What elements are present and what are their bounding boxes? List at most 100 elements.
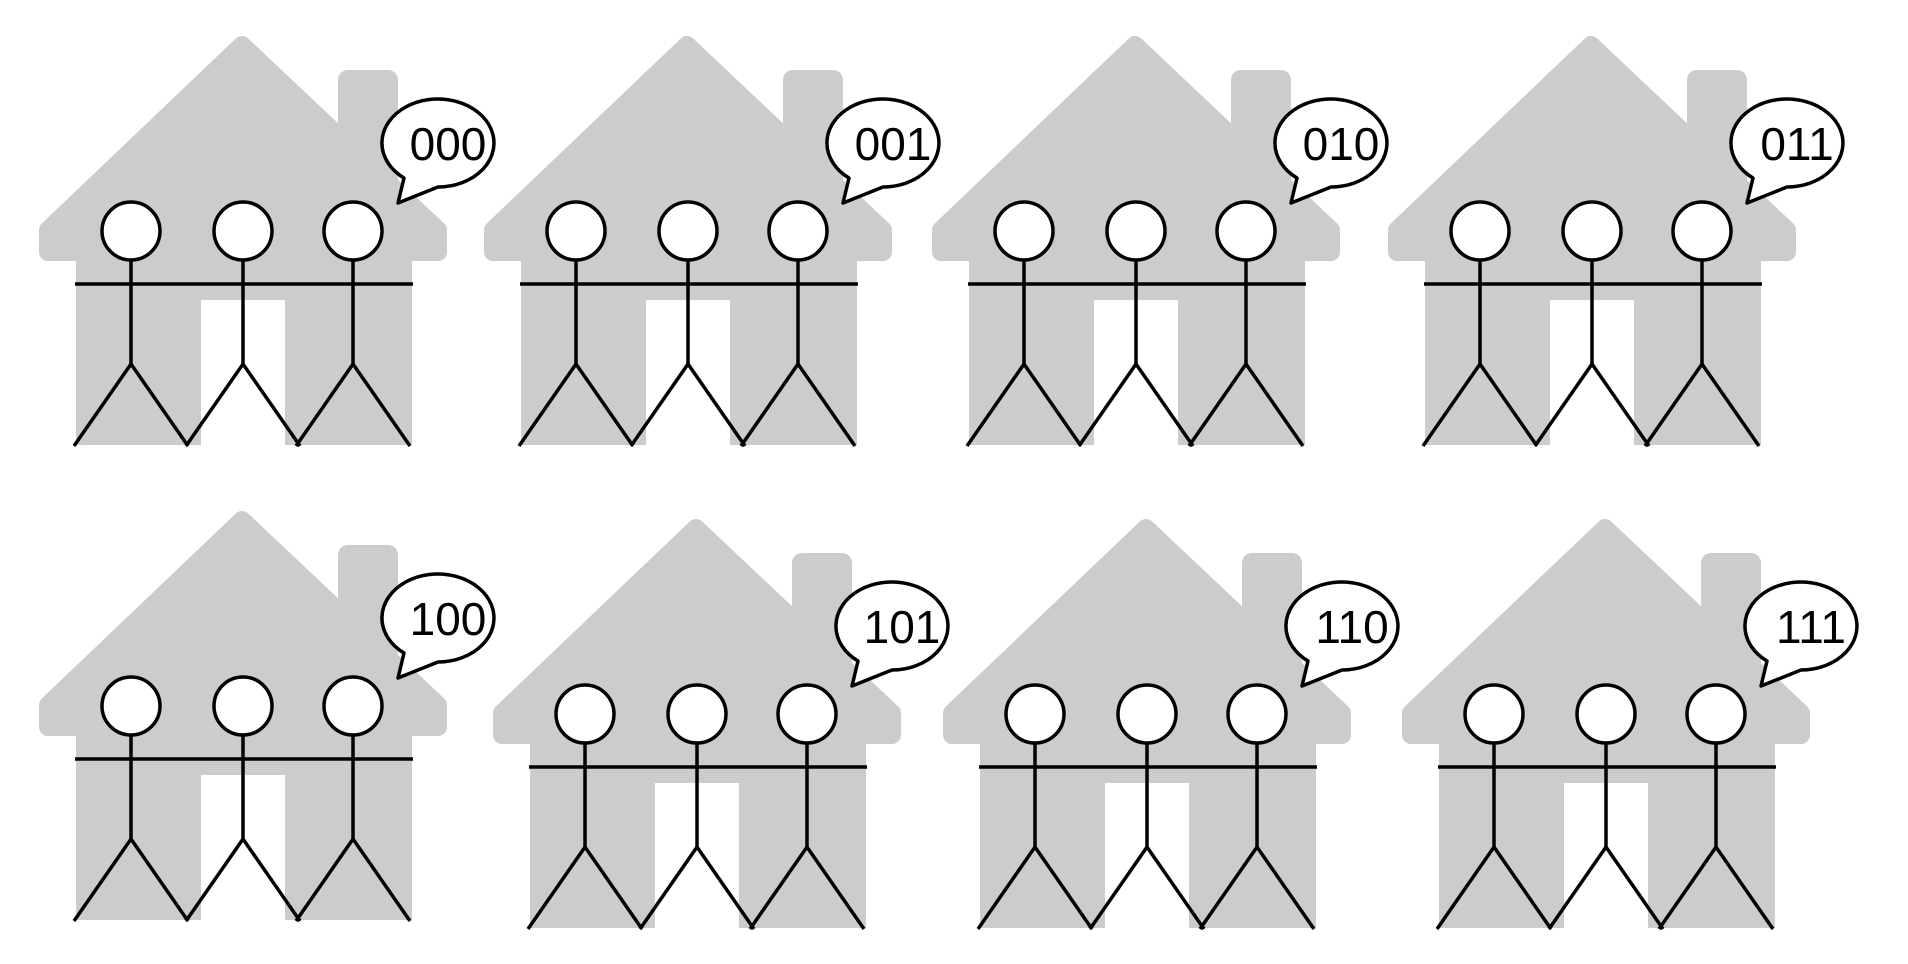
- stick-figure-head: [212, 675, 274, 737]
- house-6: 101: [493, 519, 950, 930]
- stick-figure-head: [776, 683, 838, 745]
- house-label: 001: [855, 118, 932, 170]
- speech-bubble: 011: [1729, 97, 1845, 205]
- stick-figure-right-leg: [583, 846, 644, 930]
- speech-bubble-outline: [1729, 97, 1845, 205]
- speech-bubble-outline: [825, 97, 941, 205]
- stick-figure-left-leg: [72, 838, 133, 922]
- speech-bubble: 010: [1273, 97, 1389, 205]
- stick-figure-left-leg: [1533, 363, 1594, 447]
- stick-figure-left-leg: [526, 846, 587, 930]
- house-label: 111: [1776, 601, 1846, 653]
- stick-figure-right-leg: [1033, 846, 1094, 930]
- house-label: 101: [864, 601, 941, 653]
- stick-figure-1: [526, 683, 644, 930]
- stick-figure-head: [1463, 683, 1525, 745]
- stick-figure-right-leg: [1714, 846, 1775, 930]
- stick-figure-2: [638, 683, 756, 930]
- speech-bubble: 101: [834, 580, 950, 688]
- stick-figure-head: [1449, 200, 1511, 262]
- stick-figure-right-leg: [1478, 363, 1539, 447]
- stick-figure-1: [517, 200, 635, 447]
- house-4: 011: [1388, 36, 1845, 447]
- house-2: 001: [484, 36, 941, 447]
- stick-figure-left-leg: [1643, 363, 1704, 447]
- house-7: 110: [943, 519, 1400, 930]
- stick-figure-2: [184, 200, 302, 447]
- stick-figure-left-leg: [1198, 846, 1259, 930]
- house-8: 111: [1402, 519, 1859, 930]
- stick-figure-left-leg: [184, 838, 245, 922]
- stick-figure-2: [629, 200, 747, 447]
- stick-figure-left-leg: [976, 846, 1037, 930]
- stick-figure-head: [1105, 200, 1167, 262]
- stick-figure-left-leg: [72, 363, 133, 447]
- stick-figure-1: [965, 200, 1083, 447]
- house-label: 011: [1760, 118, 1833, 170]
- house-1: 000: [39, 36, 496, 447]
- stick-figure-right-leg: [129, 838, 190, 922]
- speech-bubble: 110: [1284, 580, 1400, 688]
- stick-figure-left-leg: [638, 846, 699, 930]
- stick-figure-1: [1435, 683, 1553, 930]
- stick-figure-head: [993, 200, 1055, 262]
- speech-bubble: 100: [380, 572, 496, 680]
- stick-figure-3: [1657, 683, 1775, 930]
- stick-figure-left-leg: [1435, 846, 1496, 930]
- speech-bubble-outline: [1273, 97, 1389, 205]
- stick-figure-3: [1643, 200, 1761, 447]
- house-label: 000: [410, 118, 487, 170]
- stick-figure-right-leg: [1255, 846, 1316, 930]
- stick-figure-3: [748, 683, 866, 930]
- stick-figure-left-leg: [629, 363, 690, 447]
- stick-figure-1: [1421, 200, 1539, 447]
- stick-figure-2: [1088, 683, 1206, 930]
- stick-figure-head: [100, 200, 162, 262]
- house-label: 110: [1315, 601, 1388, 653]
- stick-figure-right-leg: [695, 846, 756, 930]
- stick-figure-left-leg: [517, 363, 578, 447]
- stick-figure-right-leg: [351, 363, 412, 447]
- stick-figure-left-leg: [184, 363, 245, 447]
- stick-figure-right-leg: [351, 838, 412, 922]
- stick-figure-left-leg: [1187, 363, 1248, 447]
- stick-figure-right-leg: [796, 363, 857, 447]
- stick-figure-2: [1547, 683, 1665, 930]
- stick-figure-3: [1198, 683, 1316, 930]
- stick-figure-right-leg: [1134, 363, 1195, 447]
- house-label: 100: [410, 593, 487, 645]
- speech-bubble: 000: [380, 97, 496, 205]
- stick-figure-left-leg: [1657, 846, 1718, 930]
- stick-figure-right-leg: [1145, 846, 1206, 930]
- stick-figure-right-leg: [805, 846, 866, 930]
- stick-figure-3: [739, 200, 857, 447]
- stick-figure-head: [1575, 683, 1637, 745]
- stick-figure-head: [1561, 200, 1623, 262]
- stick-figure-3: [1187, 200, 1305, 447]
- stick-figure-right-leg: [129, 363, 190, 447]
- stick-figure-3: [294, 675, 412, 922]
- stick-figure-right-leg: [241, 838, 302, 922]
- stick-figure-head: [666, 683, 728, 745]
- stick-figure-3: [294, 200, 412, 447]
- stick-figure-head: [1215, 200, 1277, 262]
- speech-bubble: 001: [825, 97, 941, 205]
- stick-figure-right-leg: [1244, 363, 1305, 447]
- stick-figure-left-leg: [1077, 363, 1138, 447]
- stick-figure-2: [184, 675, 302, 922]
- stick-figure-head: [100, 675, 162, 737]
- speech-bubble-outline: [1284, 580, 1400, 688]
- stick-figure-right-leg: [686, 363, 747, 447]
- stick-figure-right-leg: [1700, 363, 1761, 447]
- house-label: 010: [1303, 118, 1380, 170]
- stick-figure-head: [657, 200, 719, 262]
- stick-figure-head: [212, 200, 274, 262]
- stick-figure-1: [72, 200, 190, 447]
- stick-figure-left-leg: [294, 838, 355, 922]
- stick-figure-head: [1671, 200, 1733, 262]
- stick-figure-head: [554, 683, 616, 745]
- stick-figure-head: [545, 200, 607, 262]
- stick-figure-head: [767, 200, 829, 262]
- speech-bubble-outline: [380, 97, 496, 205]
